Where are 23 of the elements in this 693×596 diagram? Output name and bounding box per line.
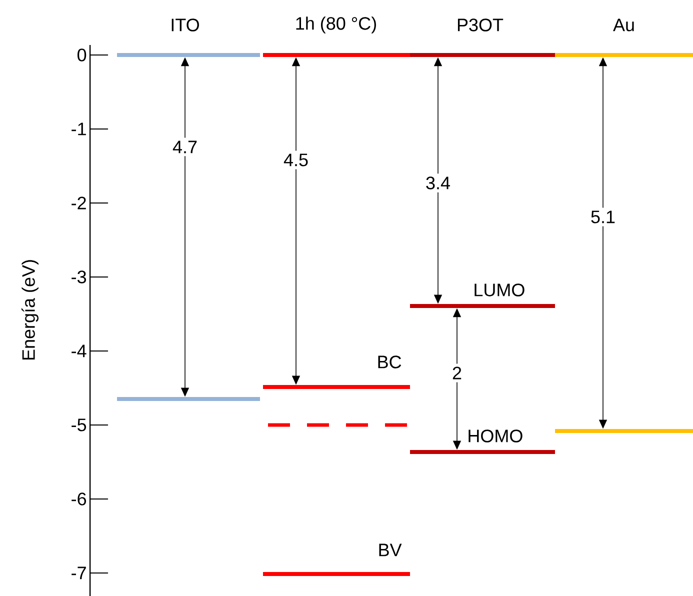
tick-label: -1 (72, 122, 86, 136)
level-label: LUMO (474, 284, 524, 296)
level-label: 1h (80 °C) (296, 16, 376, 34)
tick-label: -5 (72, 418, 86, 432)
level-label: BC (378, 356, 402, 368)
edge-label: 2 (449, 364, 465, 382)
level-label: HOMO (468, 430, 522, 442)
dashed-level-line (268, 423, 410, 427)
tick-label: 0 (78, 48, 86, 62)
edge-label: 3.4 (422, 174, 454, 192)
tick-label: -6 (72, 492, 86, 506)
level-label: Au (613, 18, 634, 32)
tick-label: -4 (72, 344, 86, 358)
level-label: P3OT (458, 18, 504, 32)
tick-label: -7 (72, 566, 86, 580)
tick-label: -2 (72, 196, 86, 210)
edge-label: 4.7 (170, 138, 201, 156)
edge-label: 5.1 (588, 208, 619, 226)
axis-title: Energía (eV) (22, 260, 38, 360)
tick-label: -3 (72, 270, 86, 284)
level-label: BV (379, 544, 402, 556)
edge-label: 4.5 (280, 150, 312, 170)
level-label: ITO (172, 18, 199, 32)
